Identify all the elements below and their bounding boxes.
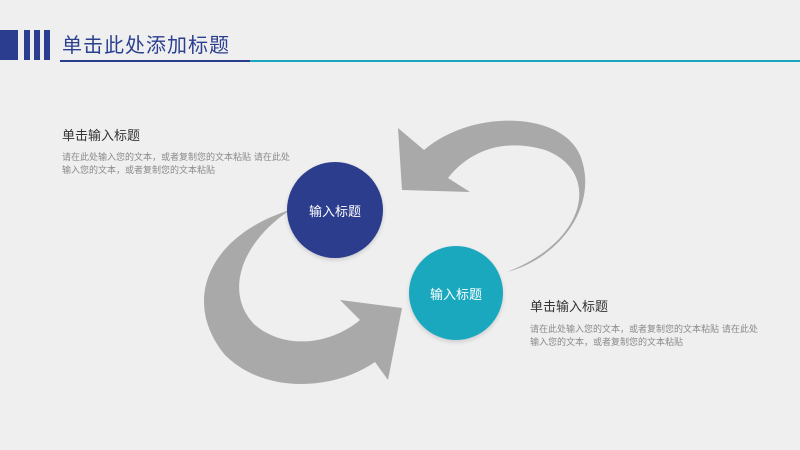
circle-cyan[interactable]: 输入标题 [409,246,503,340]
header-accent-bar [34,30,40,60]
circle-navy[interactable]: 输入标题 [287,162,383,258]
header-underline-navy [60,60,250,62]
header-underline-cyan [250,60,800,62]
header-accent-bar [44,30,50,60]
upper-arrow [398,120,586,272]
header-accent-bar [24,30,30,60]
header-accent-bar [0,30,18,60]
block-body[interactable]: 请在此处输入您的文本，或者复制您的文本粘贴 请在此处输入您的文本，或者复制您的文… [530,325,758,348]
circle-label: 输入标题 [308,204,361,220]
block-title[interactable]: 单击输入标题 [62,129,141,144]
slide-title[interactable]: 单击此处添加标题 [62,33,230,57]
block-title[interactable]: 单击输入标题 [530,300,609,315]
block-body[interactable]: 请在此处输入您的文本，或者复制您的文本粘贴 请在此处输入您的文本，或者复制您的文… [62,153,290,176]
lower-arrow [204,210,402,385]
circle-label: 输入标题 [429,287,482,303]
